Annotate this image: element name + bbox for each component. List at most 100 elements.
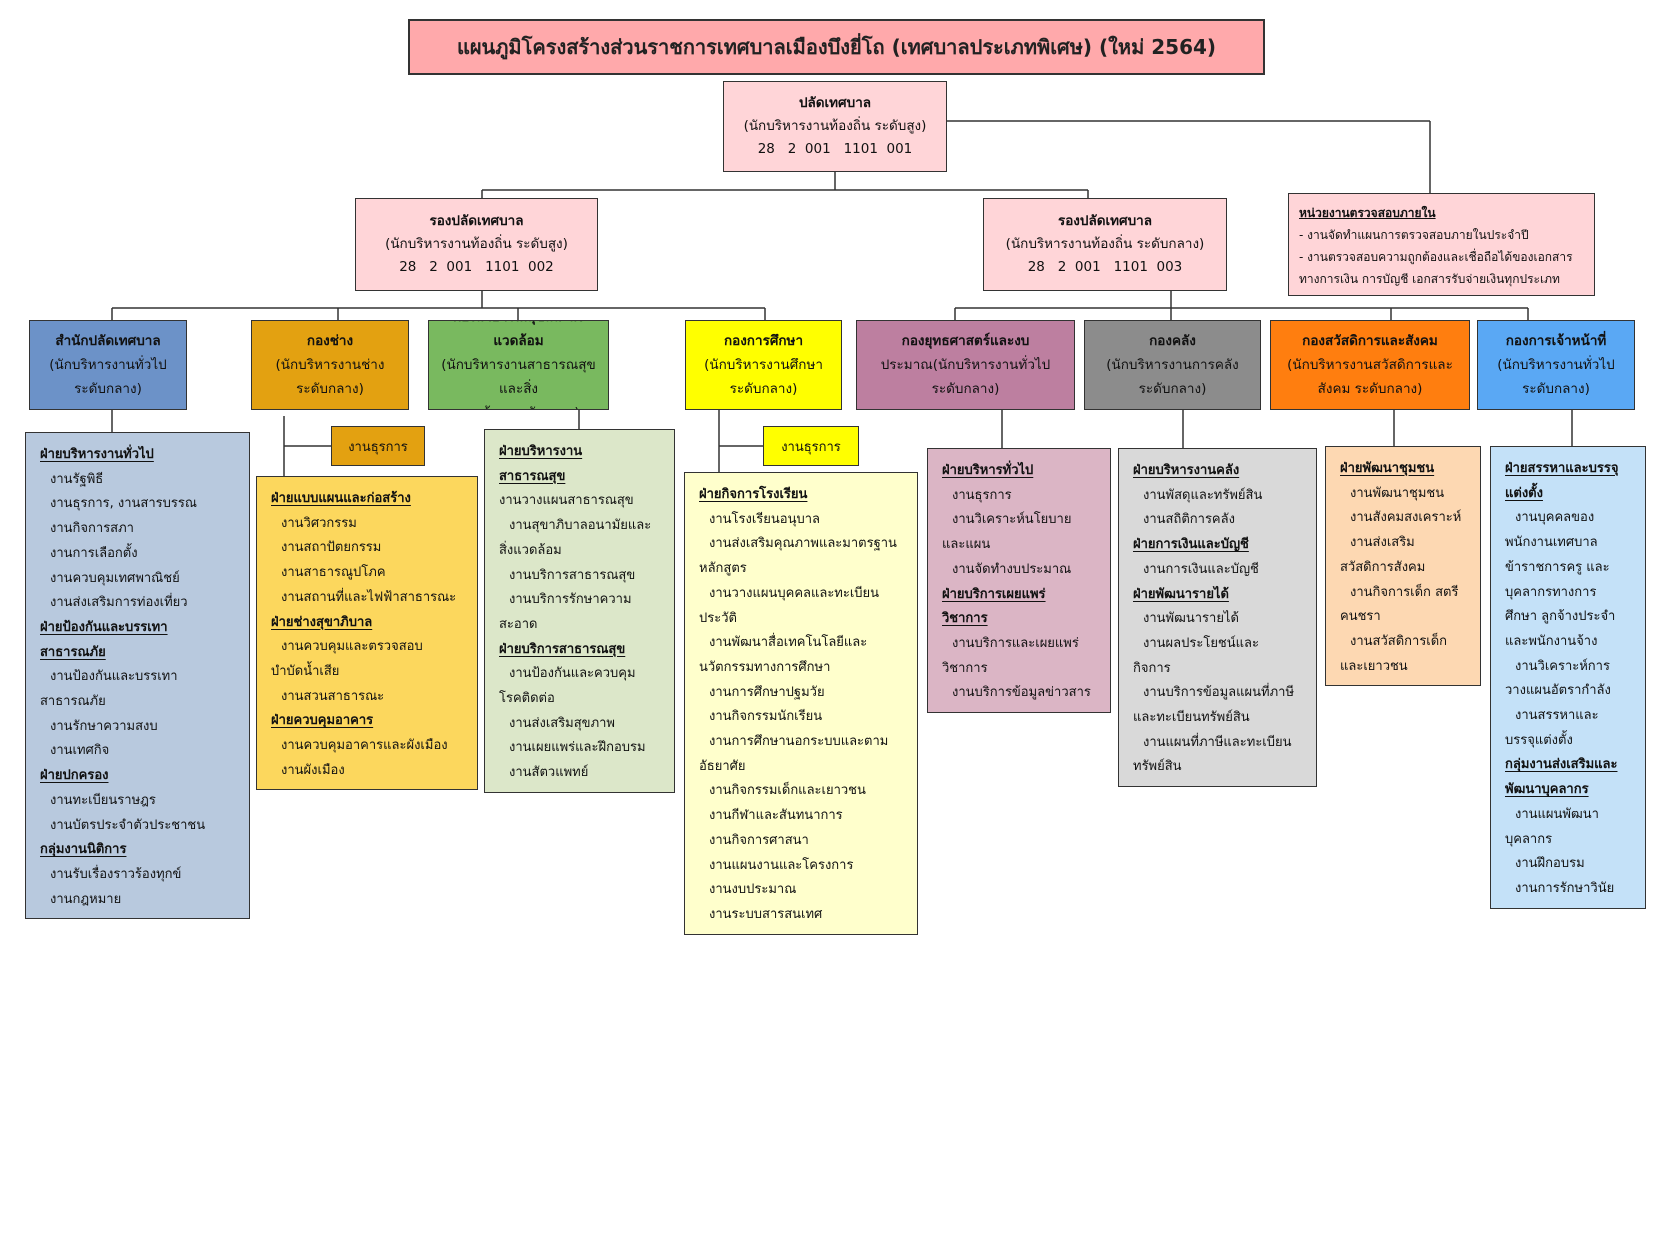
division-units-finance: ฝ่ายบริหารงานคลังงานพัสดุและทรัพย์สินงาน… [1118,448,1317,788]
list-row: ฝ่ายบริหารงาน [499,440,664,465]
section-heading: แต่งตั้ง [1505,485,1543,501]
list-row: วางแผนอัตรากำลัง [1505,679,1635,704]
unit-item: งานพัฒนาสื่อเทคโนโลยีและ [709,635,868,651]
unit-item: งานสถิติการคลัง [1143,512,1235,528]
list-row: บุคลากร [1505,828,1635,853]
division-level: ระดับกลาง) [1522,381,1590,397]
division-units-public-health: ฝ่ายบริหารงานสาธารณสุขงานวางแผนสาธารณสุข… [484,429,675,793]
division-level: สังคม ระดับกลาง) [1317,381,1423,397]
list-row: งานวิศวกรรม [271,512,467,537]
unit-item: งานเผยแพร่และฝึกอบรม [509,740,646,756]
list-row: ทรัพย์สิน [1133,755,1306,780]
unit-item: งานบริการสาธารณสุข [509,567,636,583]
list-row: งานสวนสาธารณะ [271,685,467,710]
list-row: บรรจุแต่งตั้ง [1505,729,1635,754]
chief-box: ปลัดเทศบาล (นักบริหารงานท้องถิ่น ระดับสู… [723,81,947,172]
list-row: งานพัฒนารายได้ [1133,607,1306,632]
unit-item: งานสุขาภิบาลอนามัยและ [509,518,652,534]
list-row: ฝ่ายพัฒนารายได้ [1133,583,1306,608]
list-row: งานบริการสาธารณสุข [499,564,664,589]
list-row: งานแผนพัฒนา [1505,803,1635,828]
list-row: งานส่งเสริมการท่องเที่ยว [40,591,239,616]
unit-item-continued: สาธารณภัย [40,694,106,710]
list-row: และทะเบียนทรัพย์สิน [1133,706,1306,731]
list-row: ฝ่ายการเงินและบัญชี [1133,533,1306,558]
unit-item: งานวิเคราะห์การ [1515,658,1610,674]
list-row: งานสุขาภิบาลอนามัยและ [499,514,664,539]
division-header-office-of-clerk: สำนักปลัดเทศบาล(นักบริหารงานทั่วไประดับก… [29,320,187,410]
list-row: ฝ่ายบริหารงานทั่วไป [40,443,239,468]
unit-item: งานการศึกษาปฐมวัย [709,684,825,700]
list-row: งานธุรการ, งานสารบรรณ [40,492,239,517]
list-row: ฝ่ายกิจการโรงเรียน [699,483,907,508]
unit-item: งานโรงเรียนอนุบาล [709,511,820,527]
section-heading: ฝ่ายพัฒนารายได้ [1133,586,1229,602]
list-row: งานกิจกรรมเด็กและเยาวชน [699,779,907,804]
list-row: งานสัตวแพทย์ [499,761,664,786]
list-row: กลุ่มงานส่งเสริมและ [1505,753,1635,778]
list-row: หลักสูตร [699,557,907,582]
division-title: กองยุทธศาสตร์และงบ [901,333,1030,349]
unit-item: งานสังคมสงเคราะห์ [1350,510,1462,526]
section-heading: ฝ่ายแบบแผนและก่อสร้าง [271,491,411,506]
deputy-title: รองปลัดเทศบาล [1057,213,1153,229]
division-level: ระดับกลาง) [74,381,142,397]
unit-item: งานบริการข้อมูลแผนที่ภาษี [1143,685,1295,701]
section-heading: ฝ่ายสรรหาและบรรจุ [1505,461,1619,476]
list-row: งานรักษาความสงบ [40,715,239,740]
list-row: ฝ่ายบริการสาธารณสุข [499,638,664,663]
list-row: งานบุคคลของ [1505,506,1635,531]
admin-unit-tag: งานธุรการ [331,426,425,466]
unit-item: งานรับเรื่องราวร้องทุกข์ [50,866,182,882]
audit-line: - งานตรวจสอบความถูกต้องและเชื่อถือได้ของ… [1299,250,1573,264]
unit-item: งานบริการและเผยแพร่ [952,635,1079,651]
list-row: ฝ่ายควบคุมอาคาร [271,709,467,734]
section-heading: กลุ่มงานส่งเสริมและ [1505,757,1618,773]
internal-audit-box: หน่วยงานตรวจสอบภายใน - งานจัดทำแผนการตรว… [1288,193,1595,296]
unit-item-continued: โรคติดต่อ [499,691,555,707]
section-heading: วิชาการ [942,611,988,627]
unit-item: งานควบคุมอาคารและผังเมือง [281,738,448,754]
division-level: แวดล้อม ระดับกลาง) [457,401,579,409]
unit-item: งานสวัสดิการเด็ก [1350,633,1448,649]
division-title: สำนักปลัดเทศบาล [55,333,161,349]
list-row: พัฒนาบุคลากร [1505,778,1635,803]
unit-item: งานการเลือกตั้ง [50,545,138,561]
list-row: ฝ่ายปกครอง [40,764,239,789]
list-row: ศึกษา ลูกจ้างประจำ [1505,605,1635,630]
unit-item: งานสวนสาธารณะ [281,688,385,704]
unit-item: งานป้องกันและควบคุม [509,666,636,682]
list-row: งานการศึกษาปฐมวัย [699,681,907,706]
unit-item-continued: กิจการ [1133,660,1171,676]
section-heading: ฝ่ายป้องกันและบรรเทา [40,619,168,635]
list-row: งานควบคุมเทศพาณิชย์ [40,567,239,592]
list-row: งานสวัสดิการเด็ก [1340,630,1470,655]
unit-item: งานส่งเสริมสุขภาพ [509,715,616,731]
list-row: งานทะเบียนราษฎร [40,789,239,814]
unit-item: งานกฎหมาย [50,891,122,907]
unit-item-continued: นวัตกรรมทางการศึกษา [699,659,831,675]
list-row: พนักงานเทศบาล [1505,531,1635,556]
list-row: บุคลากรทางการ [1505,581,1635,606]
list-row: และพนักงานจ้าง [1505,630,1635,655]
list-row: งานควบคุมอาคารและผังเมือง [271,734,467,759]
audit-line: - งานจัดทำแผนการตรวจสอบภายในประจำปี [1299,228,1529,242]
admin-unit-tag: งานธุรการ [763,426,859,466]
list-row: งานแผนงานและโครงการ [699,854,907,879]
division-units-strategy-budget: ฝ่ายบริหารทั่วไปงานธุรการงานวิเคราะห์นโย… [927,448,1111,714]
division-title: กองการเจ้าหน้าที่ [1505,333,1607,349]
list-row: งานระบบสารสนเทศ [699,903,907,928]
unit-item: งานเทศกิจ [50,743,110,759]
unit-item: งานป้องกันและบรรเทา [50,669,178,685]
unit-item: งานสถานที่และไฟฟ้าสาธารณะ [281,589,457,605]
section-heading: สาธารณภัย [40,644,106,660]
list-row: งานกิจกรรมนักเรียน [699,705,907,730]
deputy-title: รองปลัดเทศบาล [429,213,524,229]
section-heading: ฝ่ายปกครอง [40,768,109,784]
section-heading: กลุ่มงานนิติการ [40,842,127,858]
list-row: สาธารณภัย [40,690,239,715]
division-position: (นักบริหารงานศึกษา [704,357,823,373]
unit-item: งานรัฐพิธี [50,471,104,487]
unit-item: งานผลประโยชน์และ [1143,635,1259,651]
division-units-public-works: ฝ่ายแบบแผนและก่อสร้างงานวิศวกรรมงานสถาปั… [256,476,478,791]
